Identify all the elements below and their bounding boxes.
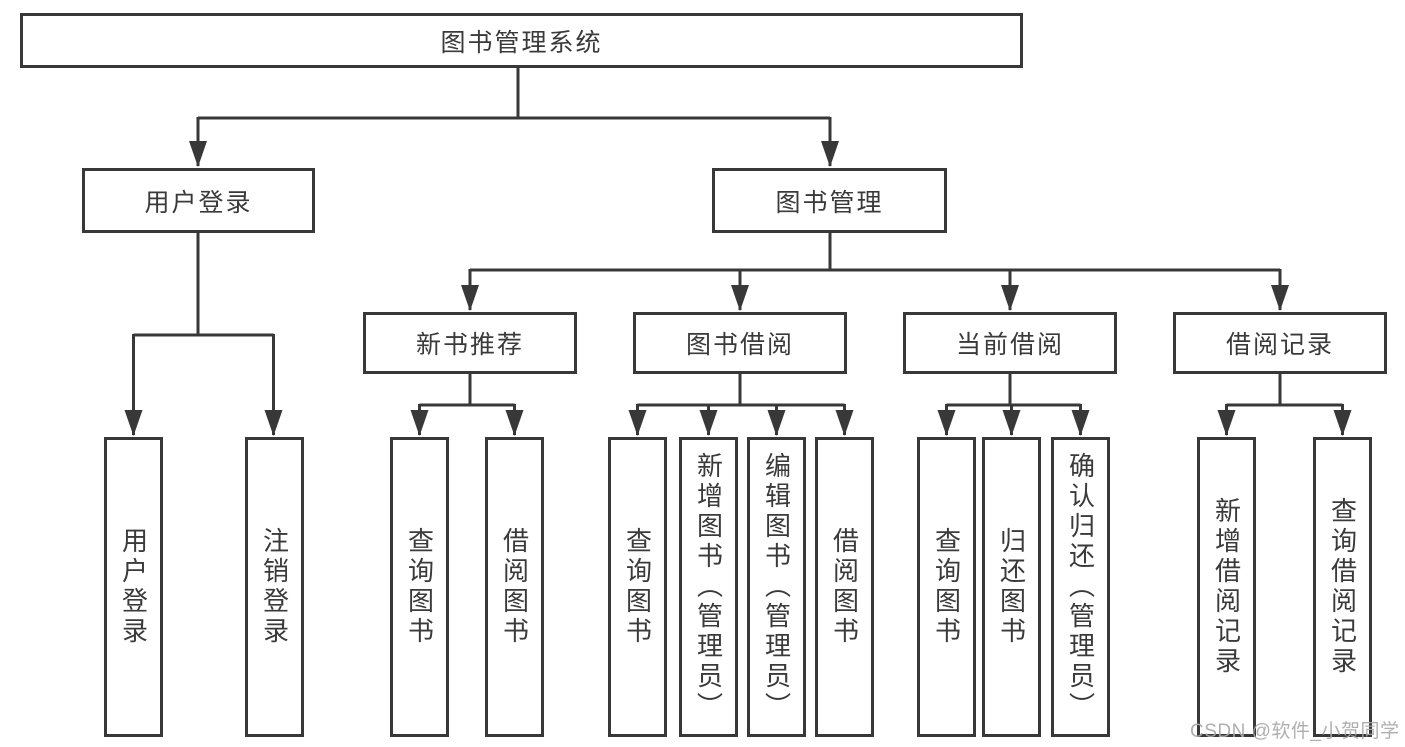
leaf-add-borrow-record-label: 新增借阅记录 (1211, 497, 1242, 677)
leaf-return-books-label: 归还图书 (996, 527, 1027, 647)
leaf-add-books-admin: 新增图书（管理员） (679, 437, 738, 737)
leaf-query-books-2: 查询图书 (608, 437, 667, 737)
node-root-system: 图书管理系统 (20, 13, 1023, 68)
leaf-logout: 注销登录 (245, 437, 304, 737)
node-new-book-recommend: 新书推荐 (363, 312, 577, 374)
leaf-query-books-3: 查询图书 (917, 437, 976, 737)
leaf-borrow-books-2: 借阅图书 (815, 437, 874, 737)
leaf-borrow-books-2-label: 借阅图书 (829, 527, 860, 647)
leaf-query-borrow-record: 查询借阅记录 (1313, 437, 1372, 737)
node-root-label: 图书管理系统 (440, 28, 603, 57)
leaf-logout-label: 注销登录 (259, 527, 290, 647)
leaf-borrow-books-1: 借阅图书 (485, 437, 544, 737)
leaf-return-books: 归还图书 (982, 437, 1041, 737)
leaf-query-books-1: 查询图书 (390, 437, 449, 737)
node-user-login: 用户登录 (82, 168, 315, 233)
node-book-management-label: 图书管理 (775, 188, 884, 217)
leaf-confirm-return-admin: 确认归还（管理员） (1051, 437, 1110, 737)
leaf-confirm-return-admin-label: 确认归还（管理员） (1065, 452, 1096, 722)
node-current-borrow-label: 当前借阅 (955, 331, 1064, 359)
node-book-borrow-label: 图书借阅 (685, 331, 794, 359)
leaf-user-login: 用户登录 (104, 437, 163, 737)
node-book-borrow: 图书借阅 (633, 312, 847, 374)
leaf-add-books-admin-label: 新增图书（管理员） (693, 452, 724, 722)
leaf-query-books-2-label: 查询图书 (622, 527, 653, 647)
leaf-query-books-3-label: 查询图书 (931, 527, 962, 647)
node-current-borrow: 当前借阅 (903, 312, 1117, 374)
leaf-query-books-1-label: 查询图书 (404, 527, 435, 647)
leaf-user-login-label: 用户登录 (118, 527, 149, 647)
csdn-watermark: CSDN @软件_小贺同学 (1190, 721, 1400, 742)
leaf-add-borrow-record: 新增借阅记录 (1197, 437, 1256, 737)
node-book-management: 图书管理 (712, 168, 947, 233)
leaf-borrow-books-1-label: 借阅图书 (499, 527, 530, 647)
node-new-book-recommend-label: 新书推荐 (415, 331, 524, 359)
leaf-query-borrow-record-label: 查询借阅记录 (1327, 497, 1358, 677)
node-borrow-records-label: 借阅记录 (1225, 331, 1334, 359)
leaf-edit-books-admin: 编辑图书（管理员） (747, 437, 806, 737)
node-borrow-records: 借阅记录 (1173, 312, 1387, 374)
node-user-login-label: 用户登录 (144, 188, 253, 217)
leaf-edit-books-admin-label: 编辑图书（管理员） (761, 452, 792, 722)
